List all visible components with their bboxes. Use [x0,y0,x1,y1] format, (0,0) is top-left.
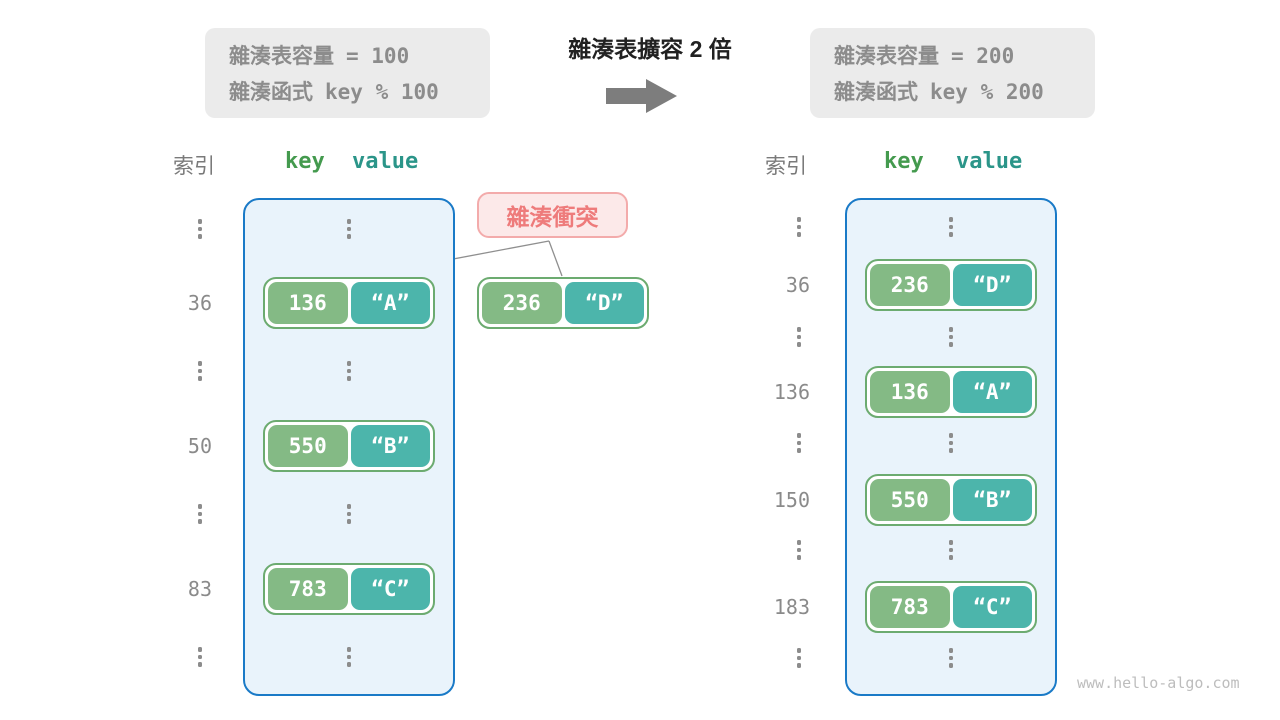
key-pill: 550 [268,425,348,467]
capacity-value: = 100 [346,44,410,68]
key-pill: 783 [268,568,348,610]
info-box-capacity-200: 雜湊表容量 = 200 雜湊函式 key % 200 [810,28,1095,118]
left-index-83: 83 [187,577,212,601]
ellipsis [946,648,956,668]
capacity-line: 雜湊表容量 = 200 [834,40,1071,70]
ellipsis [344,504,354,524]
left-header-index: 索引 [173,155,215,178]
ellipsis [344,361,354,381]
kv-pair-783-C: 783 “C” [865,581,1037,633]
ellipsis [946,540,956,560]
right-index-136: 136 [773,380,810,404]
right-index-36: 36 [785,273,810,297]
ellipsis [794,433,804,453]
hash-function-line: 雜湊函式 key % 100 [229,76,466,106]
ellipsis [195,504,205,524]
hash-collision-label: 雜湊衝突 [477,192,628,238]
ellipsis [195,647,205,667]
value-pill: “B” [350,425,430,467]
kv-pair-783-C: 783 “C” [263,563,435,615]
key-pill: 550 [870,479,950,521]
transition-title: 雜湊表擴容 2 倍 [568,36,732,62]
kv-pair-550-B: 550 “B” [263,420,435,472]
info-box-capacity-100: 雜湊表容量 = 100 雜湊函式 key % 100 [205,28,490,118]
hash-function-label: 雜湊函式 [834,81,918,104]
left-index-50: 50 [187,434,212,458]
key-pill: 236 [482,282,562,324]
value-pill: “D” [952,264,1032,306]
hash-function-line: 雜湊函式 key % 200 [834,76,1071,106]
capacity-line: 雜湊表容量 = 100 [229,40,466,70]
left-index-36: 36 [187,291,212,315]
hash-function-value: key % 200 [930,80,1044,104]
value-pill: “B” [952,479,1032,521]
key-pill: 236 [870,264,950,306]
ellipsis [946,217,956,237]
right-header-index: 索引 [765,155,807,178]
ellipsis [794,648,804,668]
value-pill: “D” [564,282,644,324]
key-pill: 136 [268,282,348,324]
left-header-key: key [285,149,325,174]
right-index-150: 150 [773,488,810,512]
right-arrow-icon [606,78,678,114]
capacity-label: 雜湊表容量 [229,45,334,68]
right-index-183: 183 [773,595,810,619]
right-header-value: value [956,149,1023,174]
hash-function-value: key % 100 [325,80,439,104]
ellipsis [794,217,804,237]
right-header-key: key [884,149,924,174]
value-pill: “C” [952,586,1032,628]
key-pill: 136 [870,371,950,413]
ellipsis [195,361,205,381]
hash-function-label: 雜湊函式 [229,81,313,104]
kv-pair-236-D: 236 “D” [865,259,1037,311]
capacity-label: 雜湊表容量 [834,45,939,68]
kv-pair-236-D-colliding: 236 “D” [477,277,649,329]
kv-pair-136-A: 136 “A” [263,277,435,329]
ellipsis [946,433,956,453]
ellipsis [344,647,354,667]
capacity-value: = 200 [951,44,1015,68]
left-header-value: value [352,149,419,174]
ellipsis [794,327,804,347]
ellipsis [195,219,205,239]
ellipsis [794,540,804,560]
key-pill: 783 [870,586,950,628]
value-pill: “A” [952,371,1032,413]
value-pill: “A” [350,282,430,324]
kv-pair-550-B: 550 “B” [865,474,1037,526]
kv-pair-136-A: 136 “A” [865,366,1037,418]
value-pill: “C” [350,568,430,610]
watermark: www.hello-algo.com [1077,674,1240,692]
ellipsis [344,219,354,239]
ellipsis [946,327,956,347]
